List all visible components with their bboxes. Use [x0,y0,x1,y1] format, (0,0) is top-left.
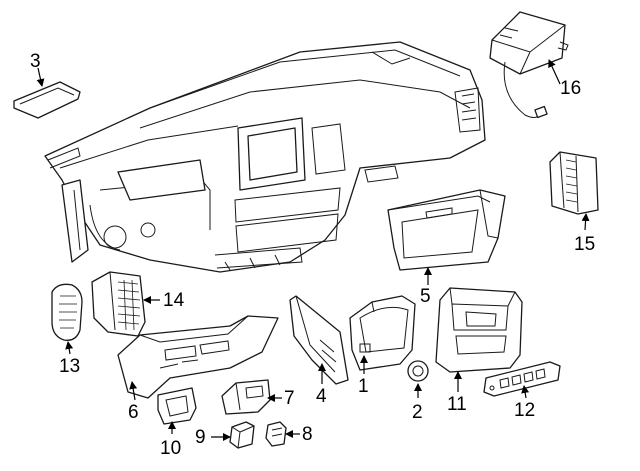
part-3-trim-panel [13,81,81,119]
part-1-cluster-bezel [349,295,416,371]
callout-15: 15 [574,234,595,255]
callout-1: 1 [358,376,369,397]
callout-7: 7 [284,388,295,409]
part-5-glove-box [387,189,506,271]
callout-14: 14 [163,290,185,311]
instrument-panel [44,41,486,273]
callout-11: 11 [447,394,467,415]
callout-2: 2 [412,402,423,423]
callout-12: 12 [514,400,535,421]
part-14-vent-register [91,271,146,337]
part-11-center-bezel [435,287,523,373]
leader-lines [36,59,590,441]
part-2-knob [407,360,429,382]
part-10-bracket [157,387,197,425]
callout-10: 10 [160,438,181,459]
callout-4: 4 [316,386,327,407]
callout-labels: 3 16 15 5 14 13 6 10 7 9 8 4 1 2 11 12 [30,51,595,459]
callout-5: 5 [420,286,431,307]
part-4-side-trim [289,295,349,385]
callout-13: 13 [59,356,80,377]
part-8-clip [265,421,287,447]
part-6-lower-panel [117,315,279,399]
callout-3: 3 [30,51,41,72]
part-15-side-vent [549,151,599,215]
part-12-switch-bar [483,361,561,397]
callout-9: 9 [195,427,206,448]
part-7-switch-panel [221,379,271,415]
callout-6: 6 [128,402,139,423]
part-13-round-vent [51,283,83,341]
part-16-module [489,11,569,119]
callout-8: 8 [302,424,313,445]
callout-16: 16 [560,78,581,99]
part-9-switch [229,421,255,449]
